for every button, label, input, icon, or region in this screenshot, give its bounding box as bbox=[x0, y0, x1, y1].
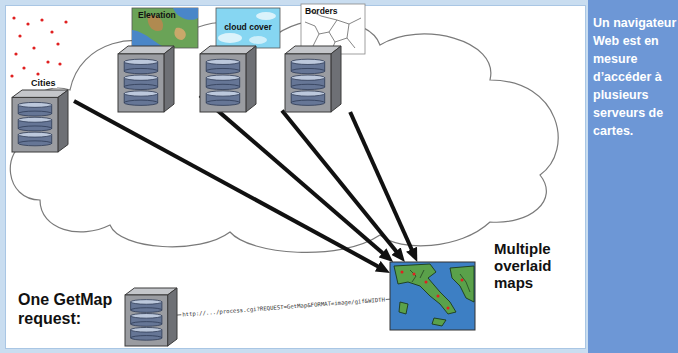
node-label: Multiple overlaid maps bbox=[494, 240, 572, 291]
data-arrow bbox=[350, 112, 412, 251]
node-label: cloud cover bbox=[224, 22, 272, 32]
overlaid-map-icon bbox=[390, 262, 475, 330]
side-caption: Un navigateur Web est en mesure d’accéde… bbox=[593, 14, 677, 140]
map-server-icon bbox=[285, 4, 367, 112]
data-arrow bbox=[74, 101, 379, 267]
node-label: Elevation bbox=[138, 10, 176, 20]
request-server-icon bbox=[125, 288, 177, 346]
node-label: One GetMap request: bbox=[18, 290, 122, 328]
connector-line bbox=[74, 101, 379, 267]
overlaid-map: Multiple overlaid maps bbox=[390, 262, 475, 330]
map-server: Elevation bbox=[118, 8, 200, 112]
request-server: One GetMap request: bbox=[125, 288, 177, 346]
node-label: Cities bbox=[30, 78, 57, 88]
connector-line bbox=[200, 95, 384, 254]
connector-line bbox=[350, 112, 412, 251]
data-arrow bbox=[200, 95, 384, 254]
node-label: Borders bbox=[305, 6, 338, 16]
map-server-icon bbox=[118, 8, 200, 112]
map-server: cloud cover bbox=[200, 8, 282, 112]
map-server: Borders bbox=[285, 4, 367, 112]
map-server: Cities bbox=[8, 14, 74, 152]
